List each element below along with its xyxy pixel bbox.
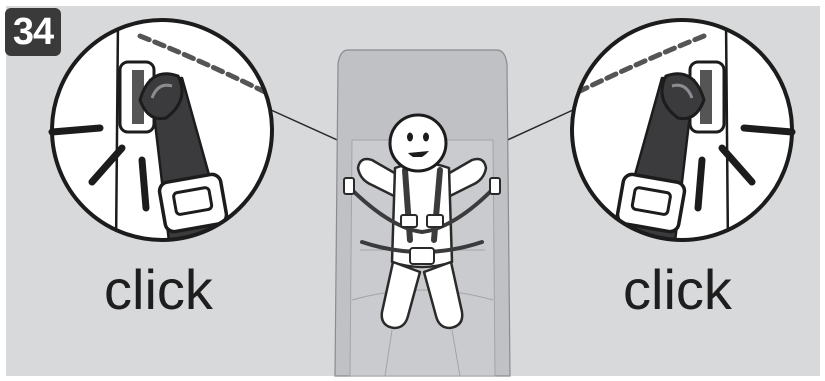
detail-magnifier-left [52, 20, 272, 250]
step-number-badge: 34 [5, 8, 61, 56]
click-label-right: click [623, 262, 732, 318]
detail-magnifier-right [572, 20, 792, 250]
click-label-left: click [104, 262, 213, 318]
smiley-face-icon [390, 115, 446, 171]
